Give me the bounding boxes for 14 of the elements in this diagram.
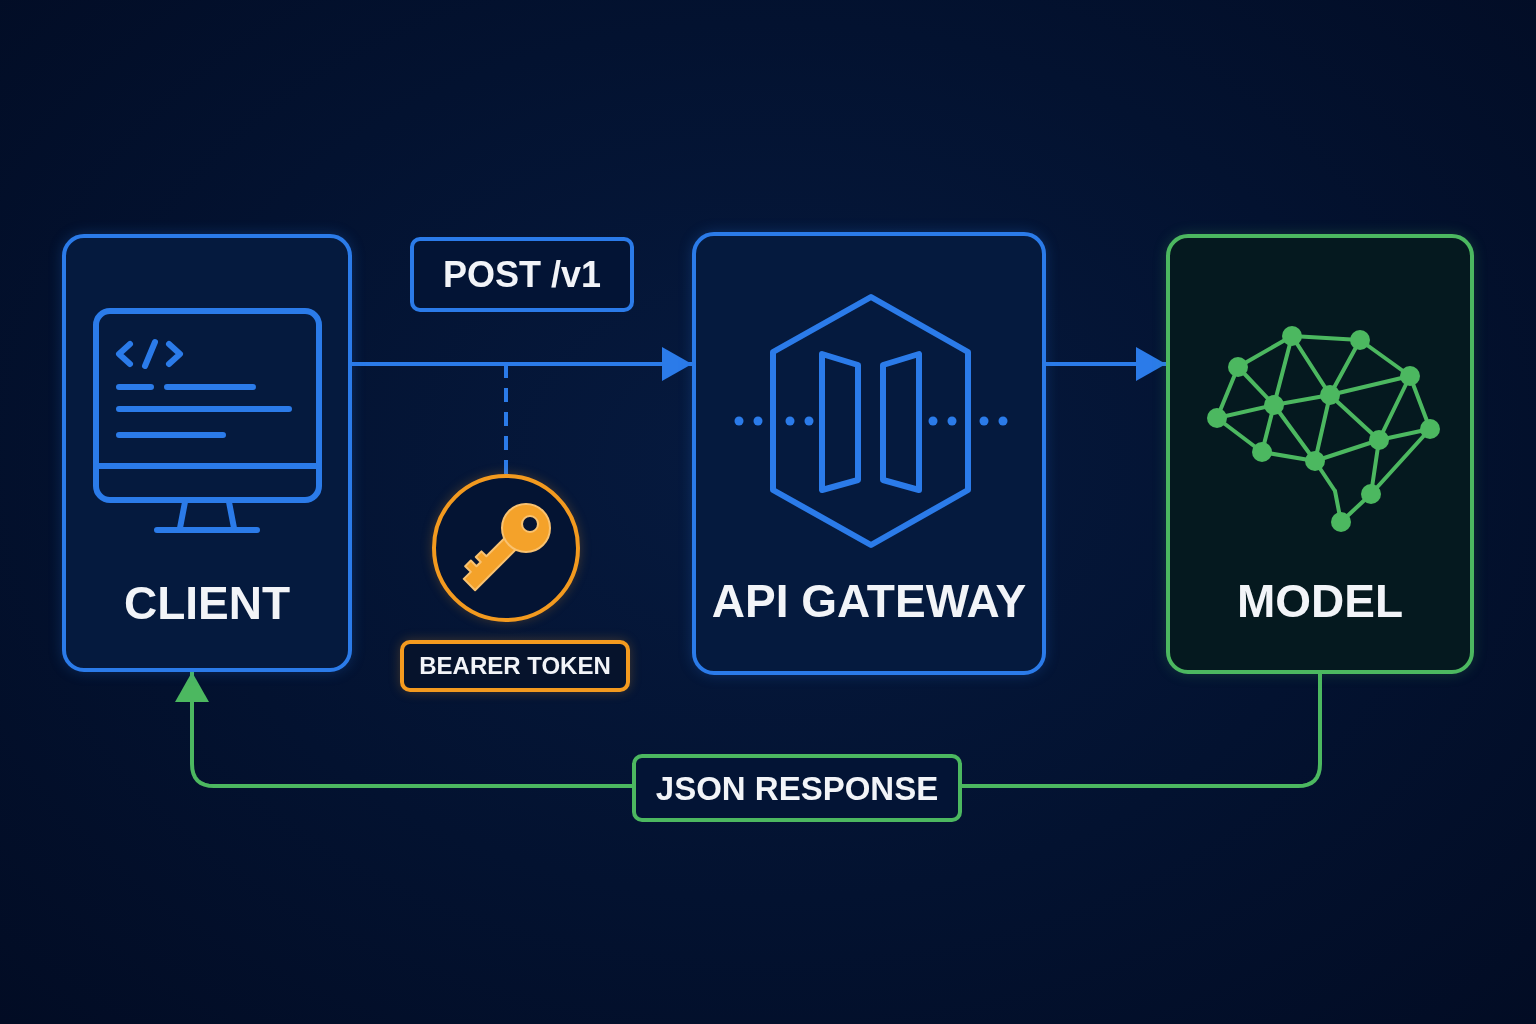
dashed-connector [504,366,508,474]
token-tag [400,640,630,692]
arrow [352,347,692,381]
node-label: CLIENT [122,580,292,626]
node-label: API GATEWAY [710,578,1028,624]
edge-label: POST /v1 [410,237,634,312]
edge-label: JSON RESPONSE [632,754,962,822]
node-label: BEARER TOKEN [418,654,612,678]
arrow [1046,347,1166,381]
client-panel [62,234,352,672]
gateway-panel [692,232,1046,675]
node-label: MODEL [1235,578,1405,624]
model-panel [1166,234,1474,674]
token-circle [432,474,580,622]
